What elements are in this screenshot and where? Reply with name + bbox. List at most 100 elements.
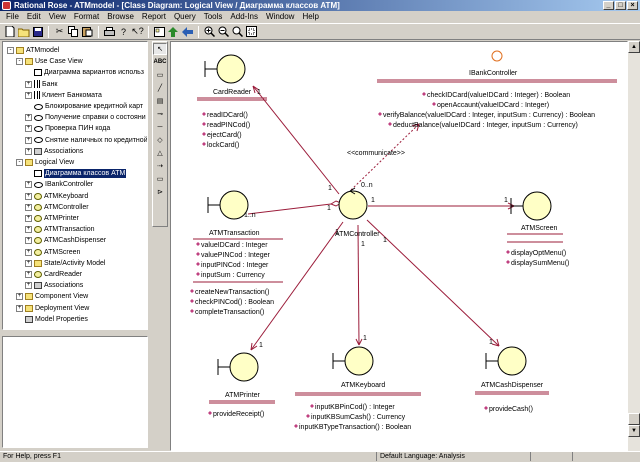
realize-icon[interactable]: ⊳ — [157, 189, 163, 196]
menu-file[interactable]: File — [6, 12, 19, 21]
op-ibank-1[interactable]: openAccaunt(valueIDCard : Integer) — [437, 102, 549, 109]
cut-icon[interactable]: ✂ — [55, 26, 64, 36]
tree-item-16[interactable]: +ATMTransaction — [25, 225, 95, 234]
class-name-screen[interactable]: ATMScreen — [521, 225, 558, 232]
browser-splitter[interactable] — [2, 331, 148, 335]
expand-icon[interactable]: + — [25, 271, 32, 278]
op-cardreader-3[interactable]: lockCard() — [207, 142, 239, 149]
note-icon[interactable]: ▭ — [156, 72, 164, 79]
assoc-controller-transaction[interactable] — [247, 203, 332, 215]
tree-item-13[interactable]: +ATMKeyboard — [25, 192, 88, 201]
tree-item-11[interactable]: Диаграмма классов ATM — [25, 169, 127, 179]
op-screen-1[interactable]: displaySumMenu() — [511, 260, 569, 267]
menu-browse[interactable]: Browse — [107, 12, 134, 21]
menu-window[interactable]: Window — [266, 12, 295, 21]
op-keyboard-2[interactable]: inputKBTypeTransaction() : Boolean — [299, 424, 411, 431]
scroll-thumb[interactable] — [628, 413, 640, 425]
tree-item-24[interactable]: Model Properties — [16, 315, 88, 324]
op-transaction-0[interactable]: createNewTransaction() — [195, 289, 269, 296]
tree-item-10[interactable]: -Logical View — [16, 158, 74, 167]
anchor-icon[interactable]: ╱ — [157, 85, 163, 92]
attr-transaction-0[interactable]: valueIDCard : Integer — [201, 242, 268, 249]
zoom-in-icon[interactable] — [203, 25, 216, 38]
print-icon[interactable] — [103, 25, 116, 38]
assoc-controller-dispenser[interactable] — [366, 219, 500, 347]
screen-class-icon[interactable] — [510, 191, 552, 221]
menu-edit[interactable]: Edit — [26, 12, 41, 21]
op-transaction-2[interactable]: completeTransaction() — [195, 309, 264, 316]
class-name-ibank[interactable]: IBankController — [469, 70, 518, 77]
controller-class-icon[interactable] — [338, 187, 368, 220]
help-icon[interactable]: ? — [120, 26, 126, 37]
copy-icon[interactable] — [67, 25, 80, 38]
tree-item-8[interactable]: +Снятие наличных по кредитной — [25, 136, 147, 145]
attr-transaction-3[interactable]: inputSum : Currency — [201, 272, 265, 279]
association-icon[interactable]: ─ — [157, 123, 163, 131]
assoc-controller-keyboard[interactable] — [357, 224, 360, 346]
op-keyboard-0[interactable]: inputKBPinCod() : Integer — [315, 404, 395, 411]
scroll-up-arrow[interactable]: ▲ — [628, 41, 640, 53]
keyboard-class-icon[interactable] — [332, 346, 374, 376]
collapse-icon[interactable]: - — [16, 159, 23, 166]
close-button[interactable]: × — [627, 1, 638, 10]
tree-item-19[interactable]: +State/Activity Model — [25, 259, 105, 268]
op-printer-0[interactable]: provideReceipt() — [213, 411, 264, 418]
expand-icon[interactable]: + — [25, 80, 32, 88]
save-icon[interactable] — [31, 25, 44, 38]
expand-icon[interactable]: + — [25, 282, 32, 290]
class-name-dispenser[interactable]: ATMCashDispenser — [481, 382, 544, 389]
paste-icon[interactable] — [81, 25, 94, 38]
assoc-controller-cardreader[interactable] — [252, 85, 340, 195]
expand-icon[interactable]: + — [25, 226, 32, 234]
op-cardreader-2[interactable]: ejectCard() — [207, 132, 242, 139]
class-icon[interactable]: ▤ — [156, 98, 164, 105]
op-dispenser-0[interactable]: provideCash() — [489, 406, 533, 413]
expand-icon[interactable]: + — [25, 91, 32, 99]
expand-icon[interactable]: + — [16, 304, 23, 312]
attr-transaction-2[interactable]: inputPINCod : Integer — [201, 262, 269, 269]
open-icon[interactable] — [17, 25, 30, 38]
menu-report[interactable]: Report — [141, 12, 166, 21]
package-icon[interactable]: ▭ — [156, 176, 164, 183]
collapse-icon[interactable]: - — [7, 47, 14, 54]
expand-icon[interactable]: + — [25, 136, 32, 144]
op-keyboard-1[interactable]: inputKBSumCash() : Currency — [311, 414, 406, 421]
browse-parent-icon[interactable] — [167, 25, 180, 38]
tree-item-18[interactable]: +ATMScreen — [25, 248, 80, 257]
text-icon[interactable]: ABC — [153, 59, 167, 65]
interface-icon[interactable]: ⊸ — [157, 111, 163, 118]
class-name-transaction[interactable]: ATMTransaction — [209, 230, 260, 237]
browse-previous-icon[interactable] — [181, 25, 194, 38]
expand-icon[interactable]: + — [25, 114, 32, 122]
class-name-controller[interactable]: ATMController — [335, 231, 380, 238]
expand-icon[interactable]: + — [25, 215, 32, 222]
class-name-printer[interactable]: ATMPrinter — [225, 392, 261, 399]
tree-item-20[interactable]: +CardReader — [25, 270, 82, 279]
op-ibank-2[interactable]: verifyBalance(valueIDCard : Integer, inp… — [383, 112, 595, 119]
expand-icon[interactable]: + — [25, 237, 32, 245]
tree-item-17[interactable]: +ATMCashDispenser — [25, 236, 106, 245]
dependency-controller-ibank[interactable] — [350, 123, 420, 191]
dependency-icon[interactable]: ⇢ — [157, 163, 163, 170]
cardreader-class-icon[interactable] — [204, 54, 246, 84]
browse-diagram-icon[interactable] — [153, 25, 166, 38]
menu-tools[interactable]: Tools — [203, 12, 223, 21]
tree-item-9[interactable]: +Associations — [25, 147, 83, 156]
menu-add-ins[interactable]: Add-Ins — [230, 12, 258, 21]
tree-item-1[interactable]: -Use Case View — [16, 57, 83, 66]
scroll-down-arrow[interactable]: ▼ — [628, 425, 640, 437]
tree-item-0[interactable]: -ATMmodel — [7, 46, 59, 55]
tree-item-23[interactable]: +Deployment View — [16, 304, 89, 313]
expand-icon[interactable]: + — [25, 203, 32, 211]
zoom-out-icon[interactable] — [217, 25, 230, 38]
tree-item-15[interactable]: +ATMPrinter — [25, 214, 79, 223]
minimize-button[interactable]: _ — [603, 1, 614, 10]
context-help-icon[interactable]: ↖? — [131, 26, 144, 36]
class-name-cardreader[interactable]: CardReader — [213, 89, 252, 96]
generalization-icon[interactable]: △ — [157, 150, 163, 157]
op-transaction-1[interactable]: checkPINCod() : Boolean — [195, 299, 274, 306]
aggregation-icon[interactable]: ◇ — [157, 137, 163, 144]
tree-item-14[interactable]: +ATMController — [25, 203, 89, 212]
op-ibank-0[interactable]: checkIDCard(valueIDCard : Integer) : Boo… — [427, 92, 570, 99]
dispenser-class-icon[interactable] — [485, 346, 527, 376]
